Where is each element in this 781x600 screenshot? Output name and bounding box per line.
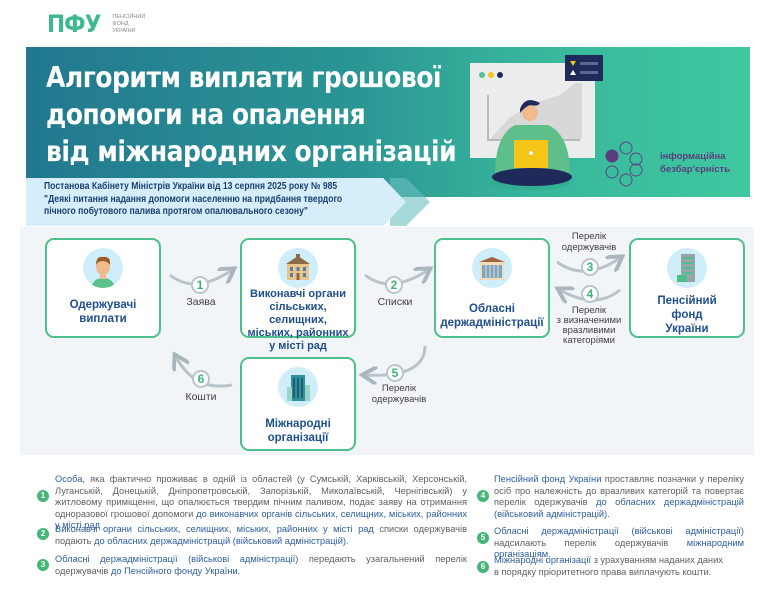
- note-bullet-1: 1: [37, 490, 49, 502]
- person-laptop-illustration: [470, 55, 603, 190]
- step-label-2: Списки: [377, 296, 413, 308]
- step-label-6: Кошти: [185, 391, 217, 403]
- hero-banner: Алгоритм виплати грошової допомоги на оп…: [26, 47, 750, 197]
- step-number-1: 1: [191, 276, 209, 294]
- logo-text: Пенсійний фонд України: [112, 13, 146, 34]
- node-pension-fund: Пенсійний фонд України: [629, 238, 745, 338]
- step-number-6: 6: [192, 370, 210, 388]
- node-international-organizations: Міжнародні організації: [240, 357, 356, 451]
- node-label: Міжнародні організації: [265, 418, 331, 444]
- resolution-text: Постанова Кабінету Міністрів України від…: [44, 181, 343, 217]
- note-4: Пенсійний фонд України проставляє познач…: [494, 474, 745, 519]
- step-label-5: Перелік одержувачів: [371, 383, 427, 405]
- note-5: Обласні держадміністрації (військові адм…: [494, 526, 744, 559]
- step-number-3: 3: [581, 258, 599, 276]
- note-6: Міжнародні організації з урахуванням над…: [494, 555, 723, 577]
- node-label: Обласні держадміністрації: [440, 303, 544, 329]
- pfu-logo: ПФУ Пенсійний фонд України: [47, 12, 145, 36]
- node-regional-administrations: Обласні держадміністрації: [434, 238, 550, 338]
- note-bullet-4: 4: [477, 490, 489, 502]
- step-number-4: 4: [581, 285, 599, 303]
- note-bullet-3: 3: [37, 559, 49, 571]
- page-title: Алгоритм виплати грошової допомоги на оп…: [46, 61, 457, 168]
- node-label: Виконавчі органи сільських, селищних, мі…: [247, 288, 349, 352]
- resolution-ribbon: [26, 178, 406, 226]
- note-1: Особа, яка фактично проживає в одній із …: [55, 474, 467, 530]
- step-label-1: Заява: [186, 296, 216, 308]
- info-accessibility-logo-icon: [605, 141, 643, 187]
- person-icon: [83, 248, 123, 288]
- node-executive-bodies: Виконавчі органи сільських, селищних, мі…: [240, 238, 356, 352]
- node-recipients: Одержувачі виплати: [45, 238, 161, 338]
- note-2: Виконавчі органи сільських, селищних, мі…: [55, 524, 468, 546]
- admin-building-icon: [472, 248, 512, 288]
- node-label: Одержувачі виплати: [69, 299, 137, 325]
- node-label: Пенсійний фонд України: [657, 295, 717, 335]
- note-bullet-6: 6: [477, 561, 489, 573]
- step-label-4: Перелік з визначеними вразливими категор…: [556, 305, 622, 346]
- info-accessibility-label: інформаційна безбар'єрність: [660, 151, 731, 175]
- town-hall-icon: [278, 248, 318, 288]
- note-bullet-5: 5: [477, 532, 489, 544]
- skyscraper-icon: [278, 367, 318, 407]
- office-tower-icon: [667, 248, 707, 288]
- step-label-3: Перелік одержувачів: [561, 231, 617, 253]
- note-3: Обласні держадміністрації (військові адм…: [55, 554, 467, 576]
- note-bullet-2: 2: [37, 528, 49, 540]
- step-number-5: 5: [386, 364, 404, 382]
- step-number-2: 2: [385, 276, 403, 294]
- logo-mark: ПФУ: [47, 10, 101, 38]
